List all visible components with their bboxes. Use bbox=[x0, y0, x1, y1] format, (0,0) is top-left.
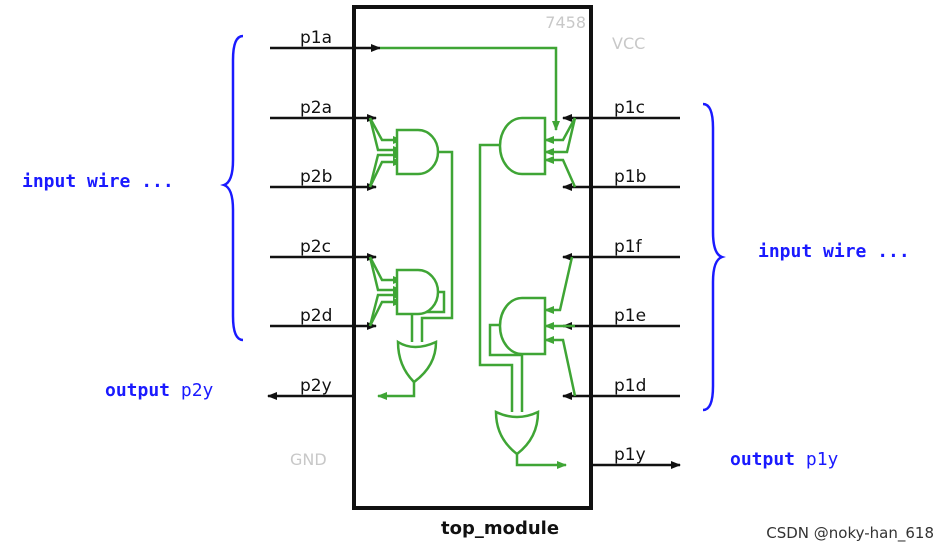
pin-label-p1a: p1a bbox=[300, 28, 332, 48]
pin-p1b: p1b bbox=[562, 167, 680, 191]
pin-label-p2b: p2b bbox=[300, 167, 332, 187]
pin-p2c: p2c bbox=[270, 237, 377, 261]
pin-label-p2a: p2a bbox=[300, 98, 332, 118]
pin-p2b: p2b bbox=[270, 167, 377, 191]
pin-p2y: p2y bbox=[267, 376, 354, 400]
module-name: top_module bbox=[441, 518, 559, 539]
pin-p2a: p2a bbox=[270, 98, 377, 122]
pin-label-p2c: p2c bbox=[300, 237, 331, 257]
watermark: CSDN @noky-han_618 bbox=[766, 524, 934, 543]
and-gate-2-icon bbox=[395, 128, 440, 176]
pin-label-p2d: p2d bbox=[300, 306, 332, 326]
pin-label-p1e: p1e bbox=[614, 306, 646, 326]
pin-p1a: p1a bbox=[270, 28, 381, 52]
or-gate-2-icon bbox=[396, 339, 438, 384]
pin-label-p1c: p1c bbox=[614, 98, 645, 118]
pin-p1y: p1y bbox=[591, 445, 681, 469]
pin-p1c: p1c bbox=[562, 98, 680, 122]
pin-label-p2y: p2y bbox=[300, 376, 332, 396]
or-gate-1-icon bbox=[494, 410, 540, 456]
gnd-label: GND bbox=[290, 450, 327, 469]
pin-label-p1f: p1f bbox=[614, 237, 643, 257]
right-input-annotation: input wire ... bbox=[758, 241, 910, 262]
vcc-label: VCC bbox=[612, 34, 645, 53]
and-gate-1-icon bbox=[498, 116, 547, 176]
pin-label-p1d: p1d bbox=[614, 376, 646, 396]
pin-p1d: p1d bbox=[562, 376, 680, 400]
pin-p1f: p1f bbox=[562, 237, 680, 261]
output-p1y-annotation: output p1y bbox=[730, 449, 839, 470]
pin-label-p1y: p1y bbox=[614, 445, 646, 465]
chip-part-number: 7458 bbox=[545, 13, 586, 32]
right-input-brace bbox=[702, 102, 726, 412]
pin-p1e: p1e bbox=[562, 306, 680, 330]
output-p1y-keyword: output bbox=[730, 449, 795, 470]
left-input-brace bbox=[220, 34, 244, 342]
and-gate-3-icon bbox=[395, 268, 440, 316]
output-p2y-keyword: output bbox=[105, 380, 170, 401]
left-input-annotation: input wire ... bbox=[22, 171, 174, 192]
and-gate-4-icon bbox=[498, 296, 547, 356]
output-p2y-annotation: output p2y bbox=[105, 380, 214, 401]
pin-label-p1b: p1b bbox=[614, 167, 646, 187]
internal-wiring bbox=[368, 46, 577, 469]
pin-p2d: p2d bbox=[270, 306, 377, 330]
output-p2y-name: p2y bbox=[181, 380, 214, 401]
output-p1y-name: p1y bbox=[806, 449, 839, 470]
